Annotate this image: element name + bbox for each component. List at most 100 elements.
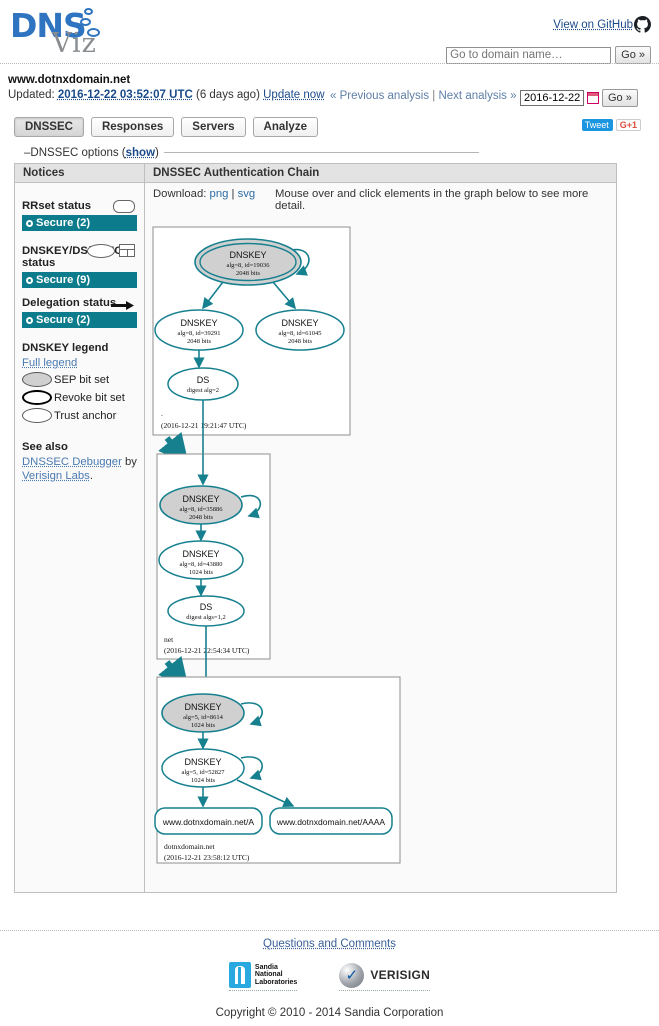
node-title: DNSKEY	[281, 318, 318, 328]
node-bits: 1024 bits	[191, 777, 215, 784]
dnsviz-logo[interactable]: DNS Viz	[8, 4, 128, 59]
rrset-status-badge-label: Secure (2)	[36, 217, 91, 229]
main-panel: Notices RRset status Secure (2) DNSKEY/D…	[14, 163, 617, 893]
node-detail: alg=8, id=61045	[278, 330, 321, 337]
logo-dns-text: DNS	[10, 6, 87, 45]
node-title: DNSKEY	[182, 494, 219, 504]
domain-search-go-button[interactable]: Go »	[615, 46, 651, 64]
rrset-rounded-rect-icon	[113, 200, 135, 213]
dnskey-ellipse-icon	[87, 244, 115, 258]
options-dash: –	[24, 147, 31, 159]
graph-node-net-zsk[interactable]: DNSKEY alg=8, id=43880 1024 bits	[158, 540, 244, 580]
dnssec-options-legend: –DNSSEC options (show)	[24, 147, 164, 159]
node-title: DNSKEY	[229, 250, 266, 260]
node-bits: 2048 bits	[288, 338, 312, 345]
questions-and-comments-link[interactable]: Questions and Comments	[263, 938, 396, 950]
tweet-button[interactable]: Tweet	[581, 119, 613, 131]
see-also-by: by	[121, 456, 137, 468]
rrset-status-badge[interactable]: Secure (2)	[22, 215, 137, 231]
edge-net-ksk-self-loop	[240, 494, 261, 519]
google-plus-button[interactable]: G+1	[615, 119, 641, 131]
legend-item-label: Trust anchor	[54, 409, 117, 422]
node-bits: 1024 bits	[191, 722, 215, 729]
node-title: DNSKEY	[182, 549, 219, 559]
github-icon	[634, 16, 651, 36]
site-header: DNS Viz View on GitHub Go »	[0, 0, 659, 68]
domain-search-input[interactable]	[446, 46, 612, 64]
graph-node-dnx-zsk[interactable]: DNSKEY alg=5, id=52827 1024 bits	[161, 748, 245, 788]
node-title: DNSKEY	[180, 318, 217, 328]
analysis-date-picker: Go »	[520, 89, 638, 107]
node-detail: alg=8, id=43880	[179, 561, 222, 568]
tab-dnssec[interactable]: DNSSEC	[14, 117, 84, 137]
analysis-date-input[interactable]	[520, 90, 584, 106]
footer-divider	[0, 930, 659, 931]
main-tabs: DNSSEC Responses Servers Analyze Tweet G…	[14, 117, 659, 137]
tab-responses[interactable]: Responses	[90, 117, 175, 137]
node-detail: alg=8, id=35886	[179, 506, 223, 513]
verisign-logo[interactable]: ✓ VERISIGN	[339, 962, 431, 991]
delegation-status-badge[interactable]: Secure (2)	[22, 312, 137, 328]
sandia-national-laboratories-logo[interactable]: Sandia National Laboratories	[228, 962, 298, 991]
revoke-ellipse-icon	[22, 390, 52, 405]
dnskey-status-badge[interactable]: Secure (9)	[22, 272, 137, 288]
node-detail: alg=8, id=19036	[226, 262, 270, 269]
graph-node-net-ds[interactable]: DS digest algs=1,2	[167, 595, 245, 627]
notices-sidebar: Notices RRset status Secure (2) DNSKEY/D…	[15, 164, 145, 892]
sandia-line2: National	[254, 971, 283, 979]
graph-node-root-zsk-39291[interactable]: DNSKEY alg=8, id=39291 2048 bits	[154, 309, 244, 351]
update-now-link[interactable]: Update now	[263, 89, 325, 101]
graph-node-root-ksk[interactable]: DNSKEY alg=8, id=19036 2048 bits	[194, 238, 302, 286]
notices-body: RRset status Secure (2) DNSKEY/DS/NSEC s…	[15, 183, 144, 491]
calendar-icon[interactable]	[587, 92, 599, 104]
graph-node-root-zsk-61045[interactable]: DNSKEY alg=8, id=61045 2048 bits	[255, 309, 345, 351]
cluster-zone-label: .	[161, 409, 163, 418]
download-row: Download: png | svg Mouse over and click…	[145, 183, 616, 212]
view-on-github-link[interactable]: View on GitHub	[553, 19, 633, 31]
options-label: DNSSEC options (	[30, 147, 126, 159]
see-also-section: See also DNSSEC Debugger by Verisign Lab…	[22, 441, 137, 483]
analysis-date-go-button[interactable]: Go »	[602, 89, 638, 107]
graph-hint: Mouse over and click elements in the gra…	[275, 188, 589, 212]
chain-svg[interactable]: DNSKEY alg=8, id=19036 2048 bits DNSKEY …	[145, 192, 615, 872]
node-title: www.dotnxdomain.net/AAAA	[276, 817, 386, 827]
logo-bubble-icon	[80, 18, 91, 26]
cluster-zone-label: dotnxdomain.net	[164, 842, 216, 851]
sandia-line3: Laboratories	[254, 978, 298, 986]
logo-bubble-icon	[87, 28, 100, 37]
download-svg-link[interactable]: svg	[237, 188, 256, 200]
notices-header: Notices	[15, 164, 144, 183]
sponsor-logos: Sandia National Laboratories ✓ VERISIGN	[0, 962, 659, 991]
node-bits: 1024 bits	[189, 569, 213, 576]
graph-node-rrset-aaaa[interactable]: www.dotnxdomain.net/AAAA	[269, 807, 393, 835]
graph-node-net-ksk[interactable]: DNSKEY alg=8, id=35886 2048 bits	[159, 485, 243, 525]
delegation-status-title: Delegation status	[22, 297, 117, 309]
site-footer: Questions and Comments Sandia National L…	[0, 936, 659, 1019]
updated-label: Updated:	[8, 89, 55, 101]
tab-analyze[interactable]: Analyze	[252, 117, 318, 137]
edge-root-ksk-to-zsk-61045	[272, 281, 297, 310]
next-analysis-link[interactable]: Next analysis »	[438, 90, 517, 102]
updated-timestamp[interactable]: 2016-12-22 03:52:07 UTC	[57, 89, 193, 101]
dnskey-status-badge-label: Secure (9)	[36, 274, 91, 286]
verisign-labs-link[interactable]: Verisign Labs	[22, 470, 90, 482]
full-legend-link[interactable]: Full legend	[22, 357, 78, 369]
dnssec-authentication-chain-graph[interactable]: DNSKEY alg=8, id=19036 2048 bits DNSKEY …	[145, 192, 616, 892]
dnskey-legend-title: DNSKEY legend	[22, 342, 109, 354]
page-title: www.dotnxdomain.net	[8, 74, 131, 86]
legend-item-revoke: Revoke bit set	[22, 390, 137, 405]
verisign-wordmark: VERISIGN	[370, 968, 431, 982]
tab-servers[interactable]: Servers	[181, 117, 246, 137]
previous-analysis-link[interactable]: « Previous analysis	[330, 90, 430, 102]
dnssec-debugger-link[interactable]: DNSSEC Debugger	[22, 456, 122, 468]
graph-node-dnx-ksk[interactable]: DNSKEY alg=5, id=8614 1024 bits	[161, 693, 245, 733]
download-png-link[interactable]: png	[209, 188, 229, 200]
legend-item-label: Revoke bit set	[54, 391, 125, 404]
show-options-link[interactable]: show	[125, 147, 156, 159]
graph-node-rrset-a[interactable]: www.dotnxdomain.net/A	[154, 807, 263, 835]
graph-node-root-ds[interactable]: DS digest alg=2	[167, 367, 239, 401]
node-detail: alg=5, id=8614	[183, 714, 224, 721]
secure-dot-icon	[26, 316, 33, 324]
dnssec-options-row: –DNSSEC options (show)	[24, 145, 659, 159]
github-link-wrap: View on GitHub	[553, 16, 651, 36]
